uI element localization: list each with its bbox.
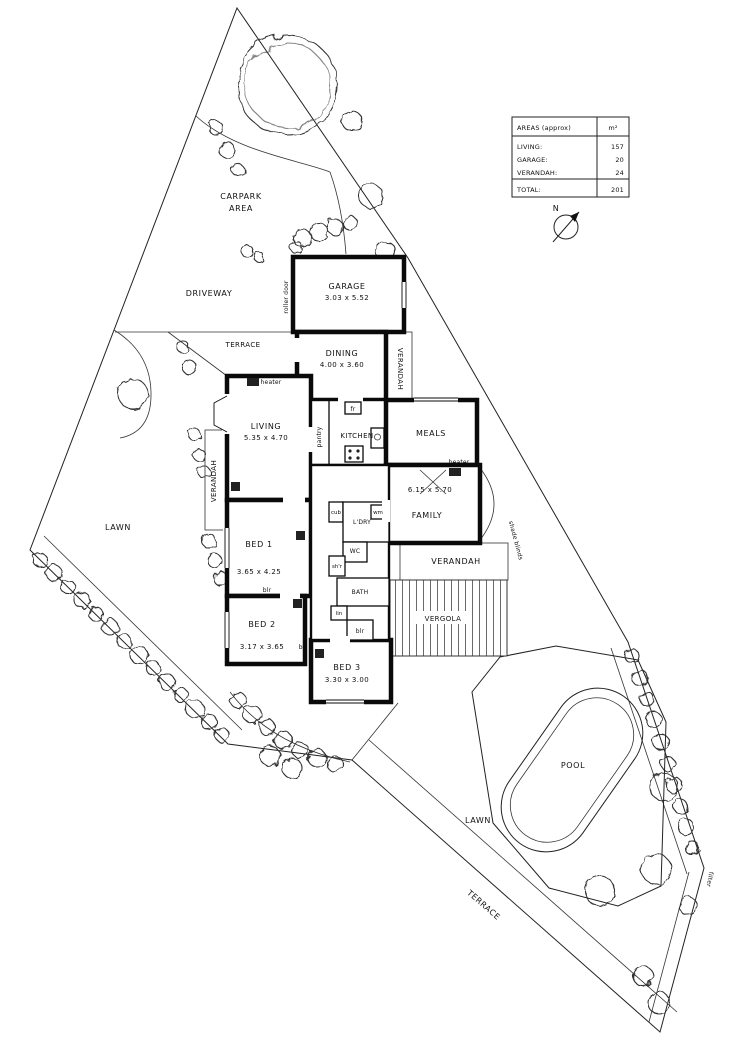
shade-blinds-label: shade blinds [507, 520, 524, 561]
verandah-left-label: VERANDAH [210, 460, 218, 502]
cub-label: cub [331, 510, 342, 516]
blr-bed2-label: blr [299, 644, 308, 651]
vergola-label-bg [416, 611, 470, 624]
family-label: FAMILY [412, 511, 442, 520]
garage-dims: 3.03 x 5.52 [325, 294, 369, 302]
wc-label: WC [350, 548, 361, 555]
lawn-lower-label: LAWN [465, 816, 491, 825]
shrubs [32, 110, 700, 1015]
areas-table-title: AREAS (approx) [517, 124, 571, 132]
verandah-family-label: VERANDAH [431, 557, 481, 566]
heater-family-unit [449, 468, 461, 476]
garden-bed-edges [43, 115, 690, 1023]
roller-door-label: roller door [283, 280, 290, 314]
wm-label: wm [373, 510, 383, 516]
filter-label: filter [705, 871, 715, 887]
bed1-dims: 3.65 x 4.25 [237, 568, 281, 576]
shower-walls [328, 555, 346, 577]
house-walls [224, 254, 483, 705]
living-dims: 5.35 x 4.70 [244, 434, 288, 442]
bed3-dims: 3.30 x 3.00 [325, 676, 369, 684]
family-dims: 6.15 x 5.70 [408, 486, 452, 494]
windows [213, 282, 458, 706]
bed1-unit [296, 531, 305, 540]
fridge-label: fr [351, 406, 356, 413]
wc-walls [342, 541, 368, 563]
areas-row-verandah-label: VERANDAH: [517, 169, 557, 177]
heater-living-unit [247, 378, 259, 386]
room-labels: GARAGE 3.03 x 5.52 roller door DINING 4.… [237, 280, 452, 684]
blr-bed1-label: blr [263, 587, 272, 594]
vergola-label: VERGOLA [425, 615, 462, 623]
bed3-walls [308, 637, 394, 705]
fixtures [231, 378, 461, 658]
living-unit [231, 482, 240, 491]
areas-total-label: TOTAL: [516, 186, 541, 194]
linen-label: lin [336, 611, 343, 617]
bed1-label: BED 1 [245, 540, 272, 549]
areas-row-verandah-value: 24 [615, 169, 624, 177]
pool [500, 687, 644, 853]
bed3-label: BED 3 [333, 663, 360, 672]
stove [344, 445, 364, 463]
bath-label: BATH [352, 589, 369, 596]
areas-total-value: 201 [611, 186, 624, 194]
north-compass: N [552, 204, 580, 243]
sink [370, 427, 385, 449]
heater-family-label: heater [449, 459, 470, 466]
linen-walls [330, 605, 348, 621]
bed2-dims: 3.17 x 3.65 [240, 643, 284, 651]
dining-dims: 4.00 x 3.60 [320, 361, 364, 369]
areas-row-garage-label: GARAGE: [517, 156, 548, 164]
lawn-left-label: LAWN [105, 523, 131, 532]
garage-label: GARAGE [328, 282, 365, 291]
blr-cupboard-walls [346, 619, 374, 641]
driveway-label: DRIVEWAY [186, 289, 233, 298]
north-arrow-head [570, 212, 579, 222]
large-tree [236, 34, 338, 136]
dining-label: DINING [326, 349, 359, 358]
living-label: LIVING [251, 422, 281, 431]
door-openings [280, 338, 390, 644]
pool-label: POOL [561, 761, 585, 770]
family-walls [383, 462, 483, 546]
areas-row-living-value: 157 [611, 143, 624, 151]
verandah-dining-label: VERANDAH [396, 348, 404, 390]
laundry-label: L'DRY [353, 519, 371, 526]
blr-hall-label: blr [356, 628, 365, 635]
terrace-upper-label: TERRACE [225, 341, 261, 349]
areas-row-garage-value: 20 [615, 156, 624, 164]
heater-living-label: heater [261, 379, 282, 386]
bed2-label: BED 2 [248, 620, 275, 629]
meals-label: MEALS [416, 429, 446, 438]
carpark-label-line2: AREA [229, 204, 253, 213]
areas-row-living-label: LIVING: [517, 143, 542, 151]
bath-walls [336, 577, 390, 607]
areas-table: AREAS (approx) m² LIVING: 157 GARAGE: 20… [511, 116, 630, 198]
property-boundary [29, 6, 705, 1033]
shower-label: sh'r [332, 564, 343, 570]
fridge-box [344, 401, 362, 415]
fixture-labels: heater heater pantry fr wm cub sh'r lin … [261, 379, 470, 651]
kitchen-label: KITCHEN [340, 432, 373, 440]
bed3-unit [315, 649, 324, 658]
outdoor-labels: CARPARK AREA DRIVEWAY TERRACE LAWN LAWN … [105, 192, 714, 922]
carpark-label-line1: CARPARK [220, 192, 262, 201]
verandah-curve [479, 467, 495, 541]
pool-area [471, 645, 667, 907]
bed2-unit [293, 599, 302, 608]
terrace-lower-label: TERRACE [464, 888, 502, 922]
pantry-label: pantry [316, 426, 323, 447]
north-label: N [553, 204, 560, 213]
areas-table-unit: m² [608, 124, 618, 132]
